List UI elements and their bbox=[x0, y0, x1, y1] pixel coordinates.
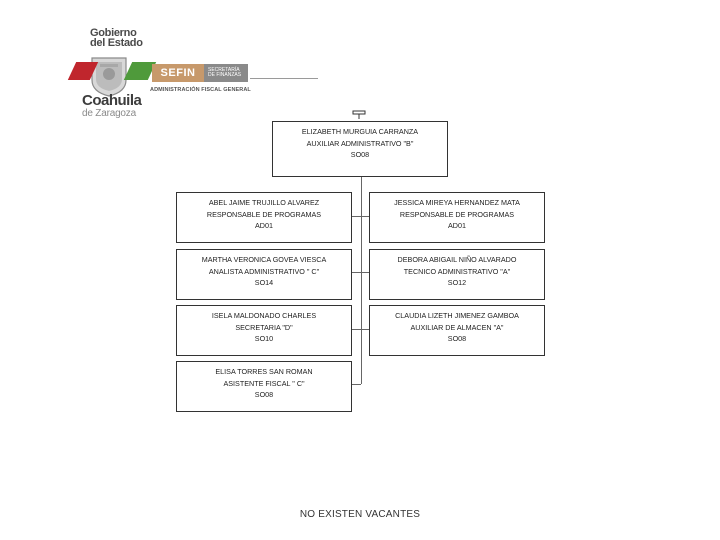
branch-connector-right-2 bbox=[362, 272, 370, 273]
employee-code: AD01 bbox=[255, 221, 273, 230]
org-box-left-1: ABEL JAIME TRUJILLO ALVAREZ RESPONSABLE … bbox=[176, 192, 352, 243]
branch-connector-left-2 bbox=[351, 272, 361, 273]
org-box-top: ELIZABETH MURGUIA CARRANZA AUXILIAR ADMI… bbox=[272, 121, 448, 177]
branch-connector-left-1 bbox=[351, 216, 361, 217]
secretaria-label: SECRETARÍA DE FINANZAS bbox=[204, 64, 248, 82]
employee-code: SO10 bbox=[254, 334, 274, 343]
zaragoza-wordmark: de Zaragoza bbox=[82, 108, 136, 119]
employee-role: ASISTENTE FISCAL " C" bbox=[223, 378, 305, 388]
sefin-label: SEFIN bbox=[152, 64, 204, 82]
coahuila-wordmark: Coahuila bbox=[82, 92, 142, 109]
employee-role: AUXILIAR DE ALMACEN "A" bbox=[410, 322, 504, 332]
employee-name: CLAUDIA LIZETH JIMENEZ GAMBOA bbox=[395, 311, 519, 320]
vacancies-note: NO EXISTEN VACANTES bbox=[299, 509, 421, 520]
admin-fiscal-label: ADMINISTRACIÓN FISCAL GENERAL bbox=[150, 87, 251, 93]
org-chart-icon bbox=[352, 110, 366, 119]
gobierno-wordmark: Gobierno del Estado bbox=[90, 27, 143, 49]
employee-role: SECRETARIA "D" bbox=[235, 322, 293, 332]
employee-code: AD01 bbox=[448, 221, 466, 230]
employee-name: JESSICA MIREYA HERNANDEZ MATA bbox=[394, 198, 520, 207]
employee-role: AUXILIAR ADMINISTRATIVO "B" bbox=[306, 138, 414, 148]
employee-name: MARTHA VERONICA GOVEA VIESCA bbox=[201, 255, 327, 264]
branch-connector-left-4 bbox=[351, 384, 361, 385]
org-box-right-1: JESSICA MIREYA HERNANDEZ MATA RESPONSABL… bbox=[369, 192, 545, 243]
employee-role: RESPONSABLE DE PROGRAMAS bbox=[206, 209, 322, 219]
employee-code: SO08 bbox=[254, 390, 274, 399]
sefin-logo: SEFIN SECRETARÍA DE FINANZAS bbox=[152, 64, 248, 82]
employee-code: SO08 bbox=[350, 150, 370, 159]
branch-connector-right-3 bbox=[362, 329, 370, 330]
employee-name: ELIZABETH MURGUIA CARRANZA bbox=[301, 127, 419, 136]
employee-code: SO08 bbox=[447, 334, 467, 343]
employee-name: ELISA TORRES SAN ROMAN bbox=[215, 367, 313, 376]
employee-role: RESPONSABLE DE PROGRAMAS bbox=[399, 209, 515, 219]
employee-role: ANALISTA ADMINISTRATIVO " C" bbox=[208, 266, 320, 276]
org-box-left-2: MARTHA VERONICA GOVEA VIESCA ANALISTA AD… bbox=[176, 249, 352, 300]
employee-name: ISELA MALDONADO CHARLES bbox=[211, 311, 317, 320]
header-divider bbox=[250, 78, 318, 79]
org-box-right-2: DEBORA ABIGAIL NIÑO ALVARADO TECNICO ADM… bbox=[369, 249, 545, 300]
org-box-left-3: ISELA MALDONADO CHARLES SECRETARIA "D" S… bbox=[176, 305, 352, 356]
branch-connector-left-3 bbox=[351, 329, 361, 330]
trunk-connector bbox=[361, 176, 362, 384]
employee-role: TECNICO ADMINISTRATIVO "A" bbox=[403, 266, 511, 276]
org-box-right-3: CLAUDIA LIZETH JIMENEZ GAMBOA AUXILIAR D… bbox=[369, 305, 545, 356]
employee-name: ABEL JAIME TRUJILLO ALVAREZ bbox=[208, 198, 320, 207]
coat-of-arms-icon bbox=[91, 57, 127, 97]
gobierno-coahuila-logo: Gobierno del Estado Coahuila de Zaragoza bbox=[72, 26, 152, 121]
employee-name: DEBORA ABIGAIL NIÑO ALVARADO bbox=[397, 255, 517, 264]
employee-code: SO14 bbox=[254, 278, 274, 287]
org-box-left-4: ELISA TORRES SAN ROMAN ASISTENTE FISCAL … bbox=[176, 361, 352, 412]
employee-code: SO12 bbox=[447, 278, 467, 287]
branch-connector-right-1 bbox=[362, 216, 370, 217]
